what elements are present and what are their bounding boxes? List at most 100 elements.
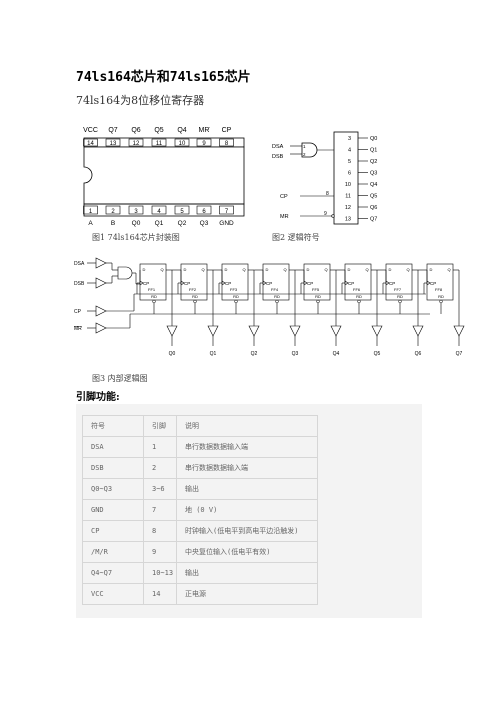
cell-symbol: /M/R bbox=[82, 541, 144, 563]
output-buffer-7: Q7 bbox=[453, 325, 465, 357]
ff-rd-label: RD bbox=[397, 294, 403, 299]
output-label-q6: Q6 bbox=[370, 205, 377, 211]
and-gate bbox=[117, 266, 133, 280]
cell-pin: 7 bbox=[143, 499, 177, 521]
output-number-10: 10 bbox=[345, 182, 351, 188]
output-number-4: 4 bbox=[348, 148, 351, 154]
output-label-q5: Q5 bbox=[374, 351, 381, 357]
output-label-q2: Q2 bbox=[251, 351, 258, 357]
buffer-triangle bbox=[95, 277, 107, 289]
bottom-pin-label-gnd: GND bbox=[219, 220, 234, 227]
figure-2-caption: 图2 逻辑符号 bbox=[272, 233, 320, 242]
cell-description: 时钟输入(低电平到高电平边沿触发) bbox=[176, 520, 318, 542]
section-heading: 引脚功能: bbox=[76, 392, 120, 403]
input-label-mr: MR bbox=[280, 214, 289, 220]
ff-q-label: Q bbox=[406, 267, 409, 272]
ff-d-label: D bbox=[184, 267, 187, 272]
output-label-q2: Q2 bbox=[370, 159, 377, 165]
output-label-q3: Q3 bbox=[370, 171, 377, 177]
top-pin-number-14: 14 bbox=[87, 141, 94, 147]
top-pin-label-cp: CP bbox=[222, 127, 232, 134]
output-number-12: 12 bbox=[345, 205, 351, 211]
ff-rd-label: RD bbox=[356, 294, 362, 299]
top-pin-number-13: 13 bbox=[110, 141, 117, 147]
output-label-q4: Q4 bbox=[333, 351, 340, 357]
ff-q-label: Q bbox=[324, 267, 327, 272]
output-buffer-1: Q1 bbox=[207, 325, 219, 357]
ff-cp-label: CP bbox=[307, 281, 313, 286]
buffer-triangle bbox=[95, 305, 107, 317]
pin-box bbox=[174, 138, 190, 147]
ff-cp-label: CP bbox=[143, 281, 149, 286]
bottom-pin-number-7: 7 bbox=[225, 209, 229, 215]
bottom-pin-number-6: 6 bbox=[202, 209, 206, 215]
ff-d-label: D bbox=[225, 267, 228, 272]
output-label-q3: Q3 bbox=[292, 351, 299, 357]
cell-pin: 2 bbox=[143, 457, 177, 479]
ff-cp-label: CP bbox=[430, 281, 436, 286]
output-number-13: 13 bbox=[345, 217, 351, 223]
output-buffer-4: Q4 bbox=[330, 325, 342, 357]
ff-rd-label: RD bbox=[315, 294, 321, 299]
bottom-pin-label-q3: Q3 bbox=[200, 220, 209, 227]
pin-box bbox=[151, 205, 167, 215]
bottom-pin-number-5: 5 bbox=[180, 209, 184, 215]
ff-cp-label: CP bbox=[389, 281, 395, 286]
ff-name-label: FF6 bbox=[353, 287, 361, 292]
input-num-8: 8 bbox=[326, 191, 329, 197]
top-pin-number-12: 12 bbox=[133, 141, 140, 147]
internal-input-cp: CP bbox=[74, 309, 82, 315]
ff-rd-label: RD bbox=[274, 294, 280, 299]
package-body bbox=[83, 146, 245, 205]
pin-box bbox=[105, 205, 121, 215]
ff-d-label: D bbox=[307, 267, 310, 272]
output-label-q5: Q5 bbox=[370, 194, 377, 200]
input-num-9: 9 bbox=[324, 211, 327, 217]
output-label-q7: Q7 bbox=[370, 217, 377, 223]
ff-name-label: FF7 bbox=[394, 287, 402, 292]
top-pin-number-8: 8 bbox=[225, 141, 229, 147]
cell-pin: 3~6 bbox=[143, 478, 177, 500]
input-num-1: 1 bbox=[303, 144, 306, 149]
top-pin-number-9: 9 bbox=[202, 141, 206, 147]
buffer-triangle bbox=[95, 257, 107, 269]
ff-d-label: D bbox=[389, 267, 392, 272]
document-title: 74ls164芯片和74ls165芯片 bbox=[76, 70, 251, 85]
pin-box bbox=[174, 205, 190, 215]
pin-box bbox=[151, 138, 167, 147]
top-pin-label-mr: MR bbox=[199, 127, 210, 134]
header-pin: 引脚 bbox=[143, 415, 177, 437]
ff-name-label: FF4 bbox=[271, 287, 279, 292]
pin-box bbox=[196, 205, 212, 215]
output-buffer-0: Q0 bbox=[166, 325, 178, 357]
ff-cp-label: CP bbox=[225, 281, 231, 286]
ff-name-label: FF3 bbox=[230, 287, 238, 292]
internal-input-dsb: DSB bbox=[74, 281, 85, 287]
top-pin-label-q5: Q5 bbox=[154, 127, 163, 134]
top-pin-label-vcc: VCC bbox=[83, 127, 98, 134]
ff-d-label: D bbox=[266, 267, 269, 272]
pin-box bbox=[128, 138, 144, 147]
output-number-5: 5 bbox=[348, 159, 351, 165]
output-buffer-6: Q6 bbox=[412, 325, 424, 357]
cell-pin: 9 bbox=[143, 541, 177, 563]
ff-rd-label: RD bbox=[151, 294, 157, 299]
top-pin-label-q6: Q6 bbox=[131, 127, 140, 134]
bottom-pin-label-q2: Q2 bbox=[178, 220, 187, 227]
output-label-q1: Q1 bbox=[210, 351, 217, 357]
ff-q-label: Q bbox=[283, 267, 286, 272]
input-label-dsb: DSB bbox=[272, 154, 284, 160]
